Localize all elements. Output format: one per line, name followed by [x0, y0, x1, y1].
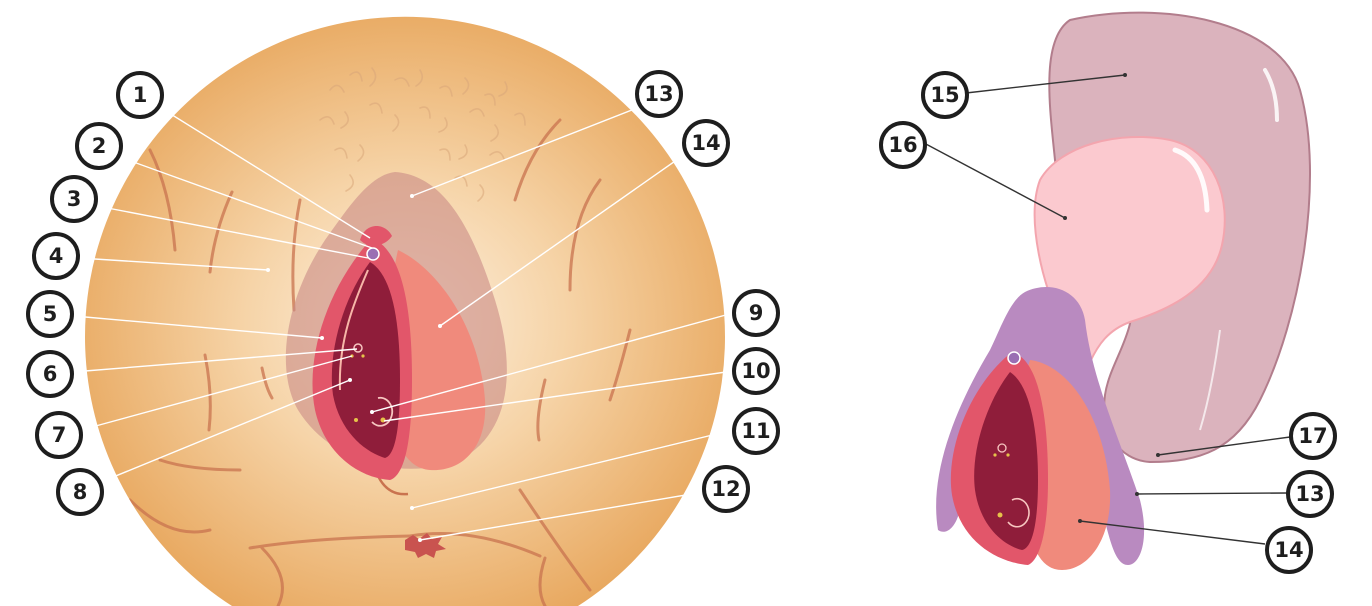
label-7: 7	[37, 413, 81, 457]
label-11: 11	[734, 409, 778, 453]
svg-text:8: 8	[73, 480, 88, 504]
clitoris-glans	[367, 248, 379, 260]
right-internal-view: 15 16 17 13 14	[881, 13, 1335, 572]
svg-text:10: 10	[741, 359, 770, 383]
label-5: 5	[28, 292, 72, 336]
label-4: 4	[34, 234, 78, 278]
svg-text:9: 9	[749, 301, 764, 325]
svg-text:17: 17	[1298, 424, 1327, 448]
svg-text:1: 1	[133, 83, 148, 107]
svg-text:14: 14	[1274, 538, 1303, 562]
svg-text:13: 13	[1295, 482, 1324, 506]
label-1: 1	[118, 73, 162, 117]
svg-text:7: 7	[52, 423, 67, 447]
svg-text:14: 14	[691, 131, 720, 155]
label-16: 16	[881, 123, 925, 167]
label-13-right: 13	[1288, 472, 1332, 516]
clitoris-glans-side	[1008, 352, 1020, 364]
svg-text:4: 4	[49, 244, 64, 268]
label-15: 15	[923, 73, 967, 117]
svg-text:16: 16	[888, 133, 917, 157]
label-14: 14	[684, 121, 728, 165]
svg-text:13: 13	[644, 82, 673, 106]
label-14-right: 14	[1267, 528, 1311, 572]
label-3: 3	[52, 177, 96, 221]
svg-text:15: 15	[930, 83, 959, 107]
svg-text:3: 3	[67, 187, 82, 211]
svg-text:5: 5	[43, 302, 58, 326]
label-17: 17	[1291, 414, 1335, 458]
label-2: 2	[77, 124, 121, 168]
svg-text:11: 11	[741, 419, 770, 443]
left-external-view: 1 2 3 4 5 6 7 8 9 10 11 12 13 14	[28, 17, 778, 606]
label-9: 9	[734, 291, 778, 335]
svg-text:12: 12	[711, 477, 740, 501]
label-6: 6	[28, 352, 72, 396]
label-10: 10	[734, 349, 778, 393]
svg-text:6: 6	[43, 362, 58, 386]
label-12: 12	[704, 467, 748, 511]
svg-text:2: 2	[92, 134, 107, 158]
label-13: 13	[637, 72, 681, 116]
label-8: 8	[58, 470, 102, 514]
